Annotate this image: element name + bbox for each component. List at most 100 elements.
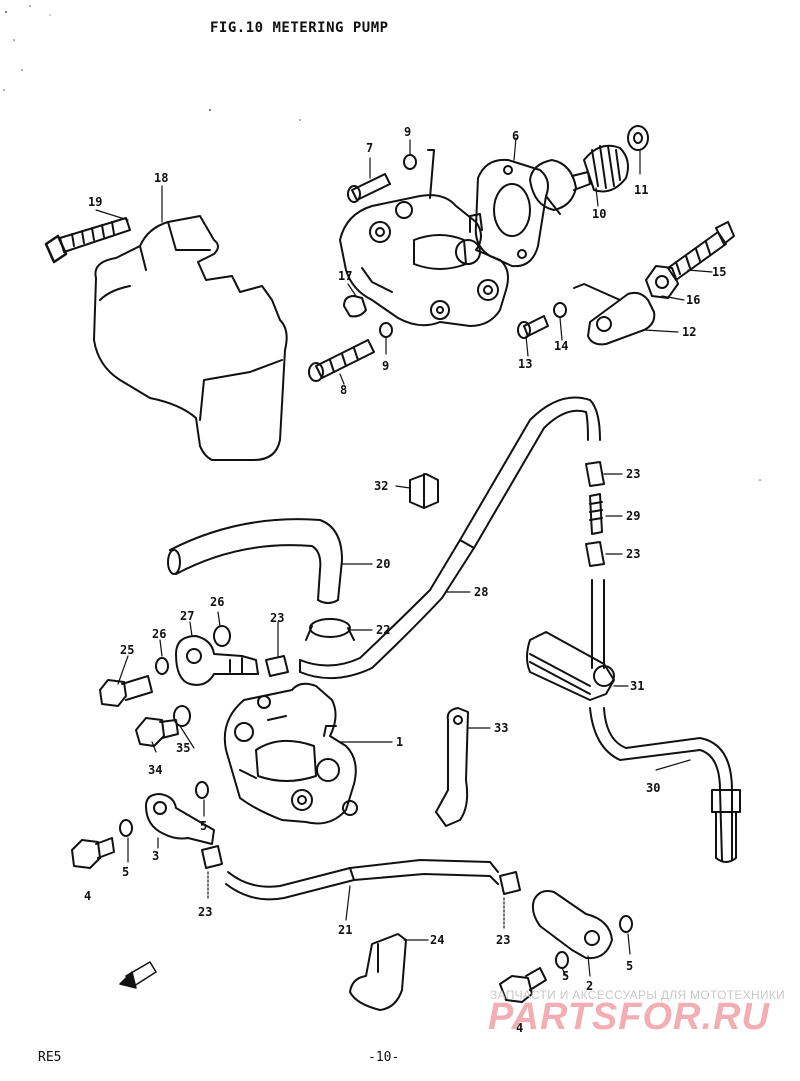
part-12-control-lever — [573, 283, 656, 346]
callout-22: 22 — [376, 623, 391, 637]
part-26-washer-left — [155, 657, 169, 675]
callout-2: 2 — [586, 979, 594, 993]
callout-23-a: 23 — [626, 467, 641, 481]
part-5-washer-c — [619, 915, 633, 933]
callout-5-a: 5 — [200, 819, 208, 833]
callout-13: 13 — [518, 357, 533, 371]
callout-9-bottom: 9 — [382, 359, 390, 373]
part-33-bracket — [435, 707, 469, 827]
callout-8: 8 — [340, 383, 348, 397]
part-31-bracket — [526, 579, 615, 701]
callout-31: 31 — [630, 679, 645, 693]
scan-speckles — [3, 5, 761, 481]
callout-6: 6 — [512, 129, 520, 143]
callout-30: 30 — [646, 781, 661, 795]
part-21-hose — [225, 859, 499, 901]
callout-19: 19 — [88, 195, 103, 209]
callout-5-d: 5 — [562, 969, 570, 983]
figure-title: FIG.10 METERING PUMP — [210, 20, 389, 36]
callout-23-e: 23 — [496, 933, 511, 947]
part-22-clamp — [305, 618, 355, 641]
callout-5-c: 5 — [626, 959, 634, 973]
callout-28: 28 — [474, 585, 489, 599]
part-6-gasket — [474, 158, 549, 268]
callout-3: 3 — [152, 849, 160, 863]
part-3-banjo-fitting — [145, 793, 215, 845]
part-34-plug — [135, 717, 179, 747]
part-23-sleeve-b — [585, 541, 605, 567]
part-13-screw — [517, 315, 549, 339]
part-14-washer — [553, 302, 567, 318]
part-9-washer-bottom — [379, 322, 393, 338]
callout-27: 27 — [180, 609, 195, 623]
callout-4-a: 4 — [84, 889, 92, 903]
callout-16: 16 — [686, 293, 701, 307]
callout-29: 29 — [626, 509, 641, 523]
part-4-bolt-a — [71, 837, 115, 869]
part-5-washer-b — [119, 819, 133, 837]
part-16-nut — [645, 265, 679, 299]
part-27-banjo-fitting — [175, 635, 259, 686]
part-4-bolt-b — [499, 967, 547, 1003]
part-17-cap — [343, 295, 367, 318]
part-18-pump-cover — [93, 215, 288, 461]
part-19-bolt — [44, 217, 131, 264]
callout-35: 35 — [176, 741, 191, 755]
callout-9-top: 9 — [404, 125, 412, 139]
callout-5-b: 5 — [122, 865, 130, 879]
callout-26-left: 26 — [152, 627, 167, 641]
part-1-metering-pump — [223, 682, 358, 825]
part-23-sleeve-e — [499, 871, 521, 895]
callout-33: 33 — [494, 721, 509, 735]
callout-15: 15 — [712, 265, 727, 279]
callout-14: 14 — [554, 339, 569, 353]
part-26-washer-top — [213, 625, 231, 647]
part-23-sleeve-c — [265, 655, 289, 677]
watermark-brand-logo: PARTSFOR.RU — [488, 996, 770, 1038]
callout-17: 17 — [338, 269, 353, 283]
leader-lines — [95, 137, 713, 977]
callout-23-c: 23 — [270, 611, 285, 625]
callout-20: 20 — [376, 557, 391, 571]
part-8-screw — [308, 339, 375, 382]
watermark-caption: ЗАПЧАСТИ И АКСЕССУАРЫ ДЛЯ МОТОТЕХНИКИ — [490, 988, 786, 1002]
callout-26-top: 26 — [210, 595, 225, 609]
pump-assembly-top — [339, 149, 509, 327]
part-5-washer-a — [195, 781, 209, 799]
part-9-washer-top — [403, 154, 417, 170]
part-15-adjusting-bolt — [667, 221, 735, 281]
part-24-clip — [349, 933, 407, 1011]
part-30-pipe — [589, 707, 741, 863]
part-11-washer — [627, 125, 649, 151]
part-35-washer — [173, 705, 191, 727]
callout-25: 25 — [120, 643, 135, 657]
callout-4-b: 4 — [516, 1021, 524, 1035]
part-23-sleeve-a — [585, 461, 605, 487]
part-28-long-hose — [299, 396, 601, 680]
callout-7: 7 — [366, 141, 374, 155]
callout-23-b: 23 — [626, 547, 641, 561]
callout-1: 1 — [396, 735, 404, 749]
part-32-clip — [409, 473, 439, 509]
part-10-drive-gear — [529, 144, 629, 215]
front-direction-arrow-icon — [119, 961, 157, 989]
part-7-screw — [347, 173, 391, 203]
part-23-sleeve-d — [201, 845, 223, 869]
callout-18: 18 — [154, 171, 169, 185]
callout-23-d: 23 — [198, 905, 213, 919]
callout-24: 24 — [430, 933, 445, 947]
callout-21: 21 — [338, 923, 353, 937]
model-code: RE5 — [38, 1050, 62, 1065]
part-2-banjo-fitting — [531, 890, 613, 960]
part-5-washer-d — [555, 951, 569, 969]
callout-11: 11 — [634, 183, 649, 197]
part-25-union-bolt — [99, 675, 153, 707]
callout-34: 34 — [148, 763, 163, 777]
part-29-joint — [589, 493, 603, 535]
callout-12: 12 — [682, 325, 697, 339]
part-20-bent-hose — [167, 518, 343, 604]
page-number: -10- — [368, 1050, 400, 1065]
callout-10: 10 — [592, 207, 607, 221]
callout-32: 32 — [374, 479, 389, 493]
